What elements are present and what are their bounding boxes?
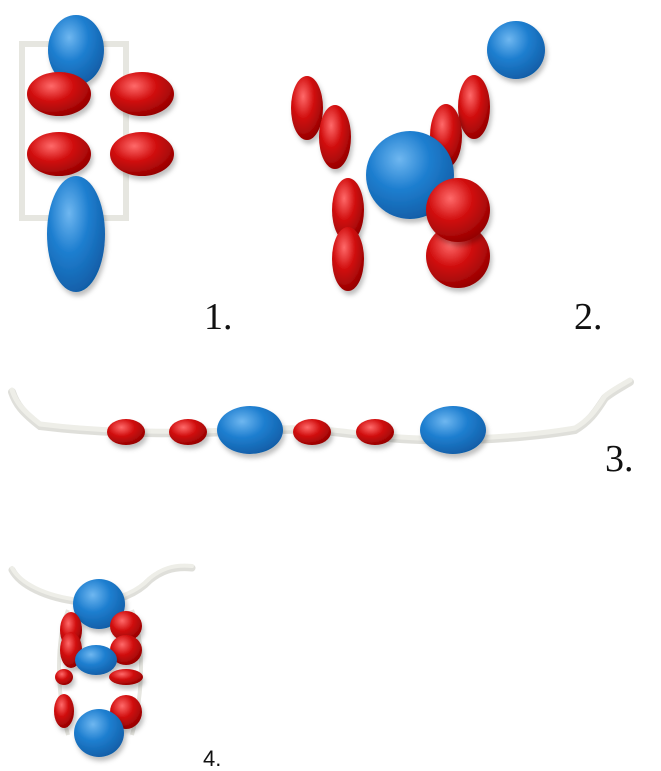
panel-2: [291, 21, 545, 291]
red-bead: [55, 669, 73, 685]
red-bead: [109, 669, 143, 685]
red-bead: [27, 132, 91, 176]
red-bead: [110, 635, 142, 665]
red-bead: [458, 75, 490, 139]
panel-3: [8, 377, 634, 454]
red-bead: [319, 105, 351, 169]
blue-bead: [75, 645, 117, 675]
red-bead: [110, 611, 142, 641]
red-bead: [27, 72, 91, 116]
red-bead: [107, 419, 145, 445]
panel-label-1: 1.: [204, 296, 233, 338]
red-bead: [426, 178, 490, 242]
blue-bead: [47, 176, 105, 292]
red-bead: [356, 419, 394, 445]
blue-bead: [217, 406, 283, 454]
red-bead: [291, 76, 323, 140]
red-bead: [110, 132, 174, 176]
panel-label-4: 4.: [203, 746, 222, 771]
blue-bead: [48, 15, 104, 85]
panel-label-2: 2.: [574, 296, 603, 338]
red-bead: [293, 419, 331, 445]
blue-bead: [487, 21, 545, 79]
blue-bead: [73, 579, 125, 629]
red-bead: [54, 694, 74, 728]
blue-bead: [74, 709, 124, 757]
red-bead: [110, 72, 174, 116]
red-bead: [426, 224, 490, 288]
panel-4: [8, 563, 196, 757]
panel-1: [19, 15, 174, 292]
red-bead: [169, 419, 207, 445]
blue-bead: [420, 406, 486, 454]
red-bead: [332, 227, 364, 291]
red-bead: [332, 178, 364, 242]
panel-label-3: 3.: [605, 438, 634, 480]
